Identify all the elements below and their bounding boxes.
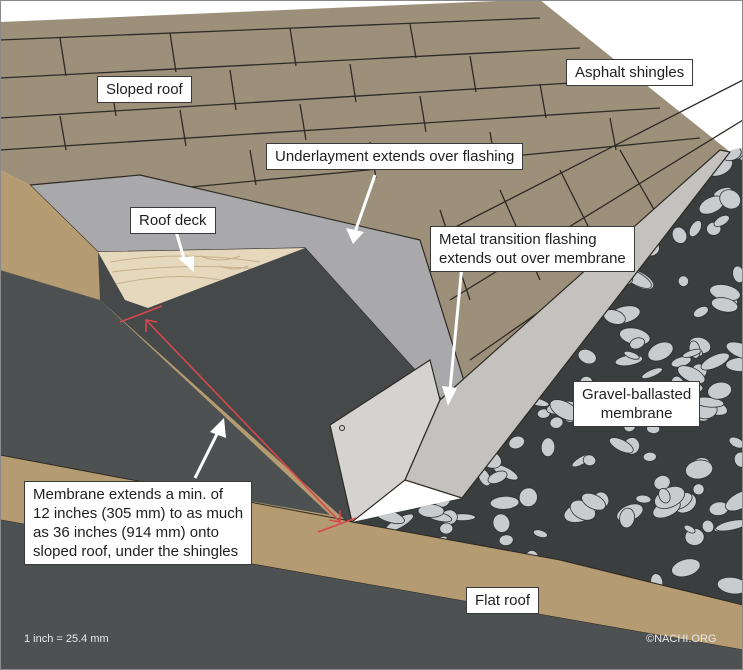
copyright-note: ©NACHI.ORG bbox=[646, 633, 717, 645]
label-flat-roof: Flat roof bbox=[466, 587, 540, 614]
gravel-stone bbox=[725, 341, 743, 361]
gravel-stone bbox=[549, 416, 564, 429]
gravel-stone bbox=[487, 470, 508, 485]
shingle-tab-cut bbox=[299, 103, 307, 141]
gravel-stone bbox=[725, 490, 743, 512]
unit-conversion-note: 1 inch = 25.4 mm bbox=[24, 633, 109, 645]
shingle-tab-cut bbox=[59, 37, 67, 77]
gravel-stone bbox=[492, 513, 511, 533]
gravel-stone bbox=[713, 214, 730, 228]
callout-arrows bbox=[173, 174, 464, 479]
label-membrane-extends: Membrane extends a min. of 12 inches (30… bbox=[24, 481, 253, 565]
shingle-tab-cut bbox=[469, 55, 477, 93]
membrane-dimension-line bbox=[119, 305, 357, 533]
underlayment-arrowhead bbox=[346, 228, 364, 244]
shingle-course bbox=[429, 79, 743, 241]
shingle-tab-cut bbox=[59, 115, 67, 151]
gravel-stone bbox=[658, 488, 671, 504]
shingle-tab-cut bbox=[179, 109, 187, 147]
gravel-stone bbox=[719, 189, 742, 210]
roof-deck-wood bbox=[98, 248, 305, 308]
shingle-course bbox=[0, 47, 581, 79]
shingle-tab-cut bbox=[419, 95, 427, 133]
shingle-course bbox=[0, 79, 621, 119]
gravel-stone bbox=[623, 350, 640, 360]
label-gravel-membrane: Gravel-ballasted membrane bbox=[573, 381, 701, 427]
gravel-stone bbox=[682, 348, 702, 358]
gravel-stone bbox=[498, 534, 514, 547]
gravel-stone bbox=[532, 529, 548, 539]
gravel-stone bbox=[642, 451, 657, 462]
shingle-tab-cut bbox=[249, 149, 257, 186]
gravel-stone bbox=[647, 341, 674, 362]
gravel-stone bbox=[619, 507, 635, 529]
shingle-tab-cut bbox=[539, 83, 547, 119]
shingle-tab-cut bbox=[229, 69, 237, 111]
gravel-stone bbox=[711, 297, 739, 313]
gravel-stone bbox=[635, 494, 652, 504]
gravel-stone bbox=[581, 492, 606, 511]
gravel-stone bbox=[700, 352, 730, 371]
gravel-stone bbox=[692, 483, 705, 496]
gravel-stone bbox=[629, 337, 646, 350]
gravel-stone bbox=[489, 495, 520, 510]
label-sloped-roof: Sloped roof bbox=[97, 76, 192, 103]
gravel-stone bbox=[715, 519, 743, 532]
gravel-stone bbox=[439, 522, 454, 535]
label-underlayment: Underlayment extends over flashing bbox=[266, 143, 524, 170]
gravel-stone bbox=[701, 519, 715, 534]
gravel-stone bbox=[508, 435, 525, 450]
gravel-stone bbox=[608, 437, 634, 454]
shingle-tab-cut bbox=[409, 23, 417, 59]
gravel-stone bbox=[688, 220, 703, 238]
flashing-edge-strip bbox=[404, 149, 732, 499]
gravel-stone bbox=[671, 558, 701, 578]
gravel-stone bbox=[677, 275, 690, 287]
building-wall bbox=[0, 270, 330, 515]
gravel-stone bbox=[518, 487, 538, 508]
roof-deck-arrowhead bbox=[178, 256, 194, 272]
gravel-stone bbox=[732, 265, 743, 284]
gravel-stone bbox=[577, 348, 597, 365]
gravel-stone bbox=[728, 436, 743, 449]
shingle-course bbox=[0, 107, 661, 151]
shingle-tab-cut bbox=[169, 32, 177, 73]
membrane-arrowhead bbox=[210, 418, 226, 438]
shingle-tab-cut bbox=[619, 149, 661, 221]
label-metal-flashing: Metal transition flashing extends out ov… bbox=[430, 226, 635, 272]
gravel-stone bbox=[641, 367, 663, 380]
flashing-fastener bbox=[339, 425, 345, 431]
gravel-stone bbox=[677, 365, 706, 385]
label-roof-deck: Roof deck bbox=[130, 207, 216, 234]
gravel-stone bbox=[733, 451, 743, 468]
gravel-stone bbox=[685, 459, 714, 480]
gravel-stone bbox=[540, 437, 556, 458]
label-asphalt-shingles: Asphalt shingles bbox=[566, 59, 694, 86]
shingle-tab-cut bbox=[609, 117, 617, 151]
shingle-tab-cut bbox=[289, 27, 297, 67]
shingle-course bbox=[0, 17, 541, 41]
gravel-stone bbox=[683, 524, 696, 534]
gravel-stone bbox=[582, 454, 597, 467]
shingle-tab-cut bbox=[349, 63, 357, 103]
gravel-stone bbox=[671, 226, 688, 244]
gravel-stone bbox=[707, 381, 732, 400]
gravel-stone bbox=[693, 305, 709, 318]
gravel-stone bbox=[716, 576, 743, 595]
flashing-arrowhead bbox=[442, 386, 457, 406]
